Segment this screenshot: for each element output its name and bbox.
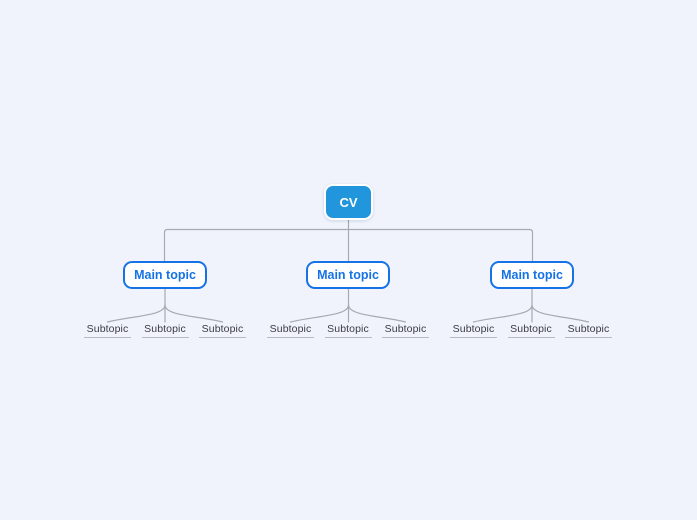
subtopic-label: Subtopic <box>452 323 495 335</box>
connector-branch <box>164 304 224 323</box>
subtopic-label: Subtopic <box>567 323 610 335</box>
subtopic-node-2-3[interactable]: Subtopic <box>382 322 429 338</box>
connector-branch <box>106 304 166 323</box>
main-topic-node-1[interactable]: Main topic <box>123 261 207 289</box>
subtopic-node-1-1[interactable]: Subtopic <box>84 322 131 338</box>
subtopic-node-2-1[interactable]: Subtopic <box>267 322 314 338</box>
main-topic-node-2[interactable]: Main topic <box>306 261 390 289</box>
subtopic-node-1-2[interactable]: Subtopic <box>141 322 189 338</box>
root-topic-label: CV <box>339 194 358 210</box>
subtopic-label: Subtopic <box>269 323 312 335</box>
connector-root-trunk <box>163 228 534 262</box>
main-topic-label: Main topic <box>134 268 196 282</box>
subtopic-node-2-2[interactable]: Subtopic <box>324 322 372 338</box>
subtopic-label: Subtopic <box>384 323 427 335</box>
subtopic-node-1-3[interactable]: Subtopic <box>199 322 246 338</box>
subtopic-label: Subtopic <box>86 323 129 335</box>
subtopic-label: Subtopic <box>327 323 369 335</box>
main-topic-node-3[interactable]: Main topic <box>490 261 574 289</box>
connector-branch <box>531 304 590 323</box>
connector-branch <box>347 304 407 323</box>
main-topic-label: Main topic <box>317 268 379 282</box>
subtopic-node-3-2[interactable]: Subtopic <box>507 322 555 338</box>
connector-branch <box>289 304 350 323</box>
connector-branch <box>472 304 533 323</box>
subtopic-label: Subtopic <box>144 323 186 335</box>
subtopic-node-3-1[interactable]: Subtopic <box>450 322 497 338</box>
root-topic-node[interactable]: CV <box>324 184 373 220</box>
subtopic-node-3-3[interactable]: Subtopic <box>565 322 612 338</box>
subtopic-label: Subtopic <box>510 323 552 335</box>
main-topic-label: Main topic <box>501 268 563 282</box>
subtopic-label: Subtopic <box>201 323 244 335</box>
